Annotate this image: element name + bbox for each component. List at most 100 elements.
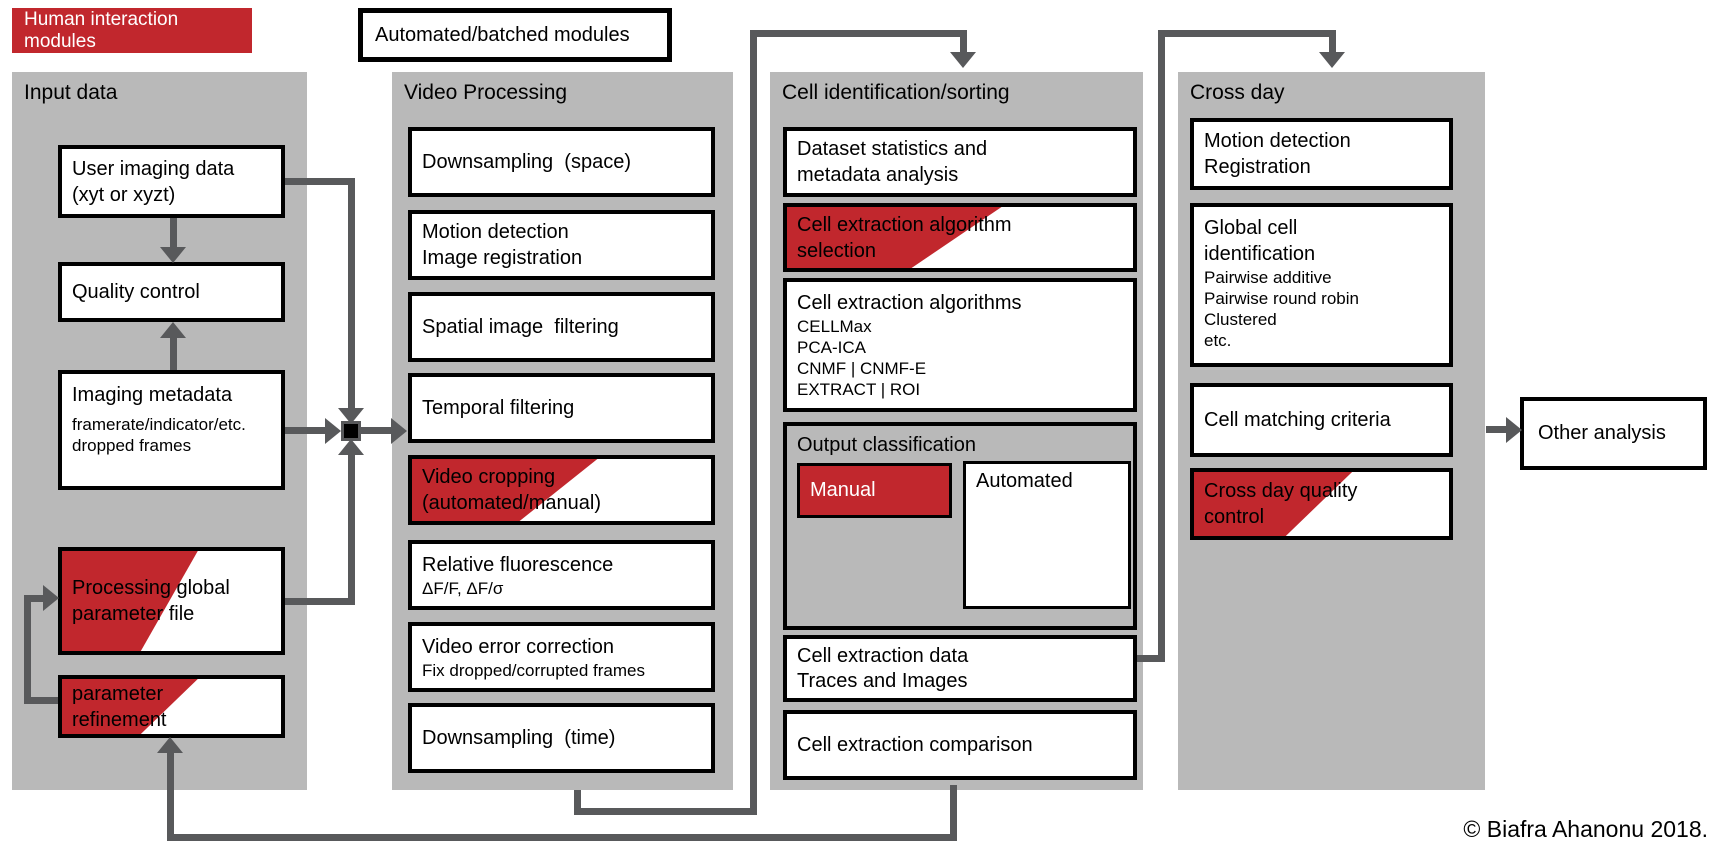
box-cell-matching-criteria: Cell matching criteria bbox=[1190, 383, 1453, 457]
connector-line bbox=[348, 453, 355, 605]
connector-line bbox=[167, 750, 174, 841]
automated-label: Automated bbox=[976, 470, 1073, 492]
box-line: parameter file bbox=[72, 603, 195, 625]
connector-line bbox=[1158, 30, 1336, 37]
other-analysis-label: Other analysis bbox=[1538, 422, 1666, 444]
connector-arrowhead-right bbox=[43, 585, 59, 611]
box-line: parameter bbox=[72, 682, 164, 705]
connector-line bbox=[1486, 426, 1508, 433]
connector-arrowhead-down bbox=[338, 408, 364, 424]
legend-automated: Automated/batched modules bbox=[358, 8, 672, 62]
box-subline: etc. bbox=[1204, 331, 1232, 350]
box-subline: PCA-ICA bbox=[797, 338, 866, 357]
box-cell-extraction-algorithms: Cell extraction algorithms CELLMax PCA-I… bbox=[783, 278, 1137, 412]
box-line: Downsampling (space) bbox=[422, 151, 631, 173]
box-line: Image registration bbox=[422, 247, 583, 269]
box-spatial-image-filtering: Spatial image filtering bbox=[408, 292, 715, 362]
legend-human-label: Human interaction modules bbox=[24, 8, 184, 52]
box-global-cell-identification: Global cell identification Pairwise addi… bbox=[1190, 203, 1453, 367]
connector-line bbox=[167, 834, 957, 841]
box-subline: CELLMax bbox=[797, 317, 872, 336]
box-line: metadata analysis bbox=[797, 164, 959, 186]
connector-arrowhead-up bbox=[338, 439, 364, 455]
connector-line bbox=[24, 595, 31, 704]
connector-arrowhead-up bbox=[160, 322, 186, 338]
box-automated: Automated bbox=[963, 461, 1131, 609]
connector-arrowhead-down bbox=[160, 247, 186, 263]
box-cell-extraction-algorithm-selection: Cell extraction algorithm selection bbox=[783, 203, 1137, 272]
box-line: Relative fluorescence bbox=[422, 553, 614, 576]
box-line: control bbox=[1204, 506, 1265, 528]
box-line: Registration bbox=[1204, 156, 1311, 178]
connector-line bbox=[359, 427, 392, 434]
box-line: Cell extraction comparison bbox=[797, 734, 1033, 756]
box-imaging-metadata: Imaging metadata framerate/indicator/etc… bbox=[58, 370, 285, 490]
connector-arrowhead-down bbox=[950, 52, 976, 68]
box-line: Global cell bbox=[1204, 217, 1298, 239]
box-subline: framerate/indicator/etc. bbox=[72, 415, 246, 434]
connector-arrowhead-right bbox=[1506, 417, 1522, 443]
box-line: Downsampling (time) bbox=[422, 727, 616, 749]
manual-label: Manual bbox=[810, 479, 876, 501]
legend-automated-label: Automated/batched modules bbox=[375, 23, 630, 46]
box-line: Imaging metadata bbox=[72, 384, 233, 406]
merge-junction-node bbox=[341, 421, 361, 441]
box-line: Spatial image filtering bbox=[422, 316, 619, 338]
legend-human-interaction: Human interaction modules bbox=[12, 8, 252, 53]
connector-line bbox=[960, 30, 967, 54]
box-line: Cell extraction data bbox=[797, 644, 969, 667]
connector-arrowhead-up bbox=[157, 737, 183, 753]
box-manual: Manual bbox=[797, 463, 952, 518]
connector-line bbox=[24, 595, 44, 602]
connector-line bbox=[24, 697, 58, 704]
connector-line bbox=[1329, 30, 1336, 54]
box-relative-fluorescence: Relative fluorescence ΔF/F, ΔF/σ bbox=[408, 540, 715, 610]
box-line: selection bbox=[797, 239, 876, 262]
box-video-cropping: Video cropping (automated/manual) bbox=[408, 455, 715, 525]
box-cell-extraction-comparison: Cell extraction comparison bbox=[783, 710, 1137, 780]
box-subline: ΔF/F, ΔF/σ bbox=[422, 578, 504, 598]
box-subline: Pairwise round robin bbox=[1204, 289, 1359, 308]
connector-line bbox=[285, 427, 325, 434]
output-classification-label: Output classification bbox=[797, 434, 976, 456]
box-line: Quality control bbox=[72, 281, 200, 303]
box-line: Cell matching criteria bbox=[1204, 409, 1391, 431]
box-line: User imaging data bbox=[72, 157, 235, 180]
connector-arrowhead-down bbox=[1319, 52, 1345, 68]
box-other-analysis: Other analysis bbox=[1520, 397, 1707, 470]
connector-line bbox=[574, 790, 581, 815]
column-title-cell-identification: Cell identification/sorting bbox=[782, 81, 1010, 104]
connector-line bbox=[348, 178, 355, 410]
connector-line bbox=[750, 30, 967, 37]
box-subline: dropped frames bbox=[72, 436, 192, 455]
box-crossday-motion-detection: Motion detection Registration bbox=[1190, 118, 1453, 190]
box-processing-global-parameter-file: Processing global parameter file bbox=[58, 547, 285, 655]
box-line: Traces and Images bbox=[797, 669, 968, 692]
box-temporal-filtering: Temporal filtering bbox=[408, 373, 715, 443]
box-line: Temporal filtering bbox=[422, 397, 575, 419]
connector-line bbox=[170, 218, 177, 248]
box-quality-control: Quality control bbox=[58, 262, 285, 322]
box-subline: CNMF | CNMF-E bbox=[797, 359, 927, 378]
box-video-error-correction: Video error correction Fix dropped/corru… bbox=[408, 622, 715, 692]
column-title-input-data: Input data bbox=[24, 81, 118, 104]
box-line: (xyt or xyzt) bbox=[72, 183, 176, 206]
copyright-text: © Biafra Ahanonu 2018. bbox=[1463, 816, 1708, 842]
box-line: Motion detection bbox=[422, 221, 569, 243]
connector-line bbox=[170, 336, 177, 370]
box-line: refinement bbox=[72, 708, 167, 731]
box-line: Video error correction bbox=[422, 635, 614, 658]
box-downsampling-time: Downsampling (time) bbox=[408, 703, 715, 773]
box-line: Cross day quality bbox=[1204, 480, 1358, 502]
box-subline: EXTRACT | ROI bbox=[797, 380, 921, 399]
column-title-cross-day: Cross day bbox=[1190, 81, 1285, 104]
connector-line bbox=[574, 808, 757, 815]
box-user-imaging-data: User imaging data (xyt or xyzt) bbox=[58, 145, 285, 218]
box-dataset-statistics: Dataset statistics and metadata analysis bbox=[783, 127, 1137, 197]
connector-line bbox=[1158, 30, 1165, 662]
box-cell-extraction-data: Cell extraction data Traces and Images bbox=[783, 635, 1137, 702]
box-subline: Fix dropped/corrupted frames bbox=[422, 660, 645, 680]
column-title-video-processing: Video Processing bbox=[404, 81, 568, 104]
box-line: Cell extraction algorithm bbox=[797, 213, 1012, 236]
